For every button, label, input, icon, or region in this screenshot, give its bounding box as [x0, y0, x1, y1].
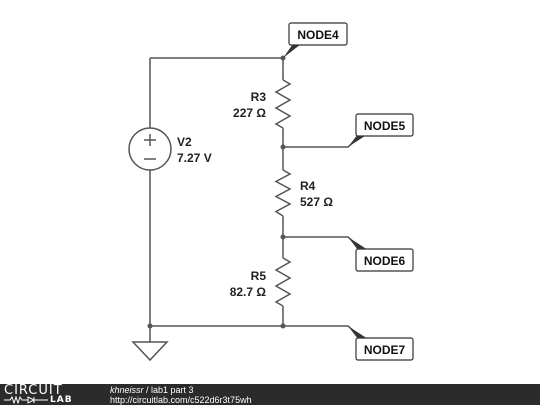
- resistor-r3-symbol: [274, 79, 292, 129]
- footer-bar: CIRCUIT LAB khneissr / lab1 part 3 http:…: [0, 384, 540, 405]
- source-value: 7.27 V: [177, 151, 212, 165]
- logo-text-bottom: LAB: [50, 395, 73, 405]
- node6-leader: [283, 236, 359, 247]
- node6-flag: [355, 248, 414, 272]
- node5-label: NODE5: [364, 119, 406, 133]
- logo-resistor-diode-icon: [4, 396, 48, 404]
- node4-flag: [288, 22, 348, 46]
- node7-flag-tail: [348, 326, 368, 339]
- node5-leader: [283, 137, 359, 148]
- logo-text-top: CIRCUIT: [4, 383, 63, 398]
- ground-symbol: [131, 341, 169, 362]
- r4-name: R4: [300, 179, 316, 193]
- node7-flag: [355, 337, 414, 361]
- circuit-title-line: khneissr / lab1 part 3: [110, 385, 252, 395]
- source-plus-sign: [144, 134, 156, 146]
- node7-label: NODE7: [364, 343, 406, 357]
- title-separator: /: [143, 385, 152, 395]
- resistor-r4-symbol: [274, 169, 292, 217]
- r4-value: 527 Ω: [300, 195, 333, 209]
- junction-bottom-left: [147, 323, 153, 329]
- node5-flag-tail: [348, 134, 368, 147]
- circuitlab-logo[interactable]: CIRCUIT LAB: [4, 384, 96, 405]
- resistor-r5-symbol: [274, 257, 292, 307]
- circuit-title: lab1 part 3: [151, 385, 194, 395]
- r3-name: R3: [251, 90, 267, 104]
- circuit-meta: khneissr / lab1 part 3 http://circuitlab…: [110, 385, 252, 405]
- node4-label: NODE4: [297, 28, 339, 42]
- node7-leader: [283, 325, 359, 336]
- node5-flag: [355, 113, 414, 137]
- r5-name: R5: [251, 269, 267, 283]
- junction-node7: [280, 323, 286, 329]
- circuit-schematic: NODE4 NODE5 NODE6 NODE7 V2 7.27 V R3 227…: [128, 22, 414, 362]
- source-name: V2: [177, 135, 192, 149]
- voltage-source-symbol: [128, 127, 172, 171]
- circuit-url[interactable]: http://circuitlab.com/c522d6r3t75wh: [110, 395, 252, 405]
- junction-node6: [280, 234, 286, 240]
- junction-node5: [280, 144, 286, 150]
- node6-flag-tail: [348, 237, 368, 250]
- node4-flag-tail: [283, 44, 301, 58]
- r5-value: 82.7 Ω: [230, 285, 267, 299]
- r3-value: 227 Ω: [233, 106, 266, 120]
- node6-label: NODE6: [364, 254, 406, 268]
- author-link[interactable]: khneissr: [110, 385, 144, 395]
